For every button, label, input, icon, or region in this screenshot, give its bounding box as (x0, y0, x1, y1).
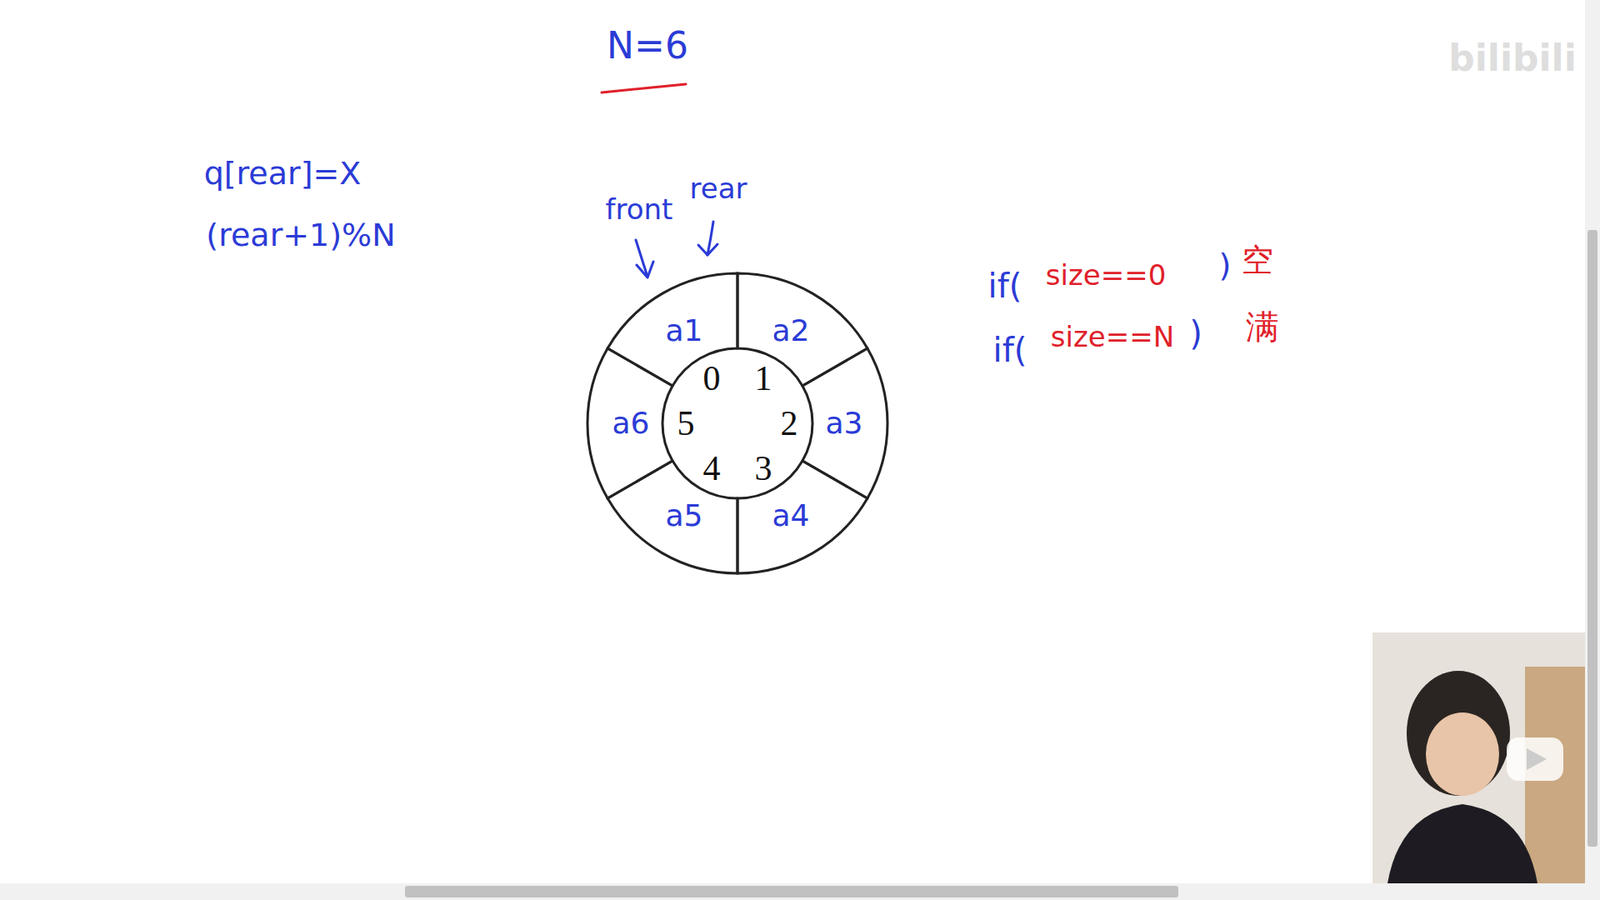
title-underline (601, 84, 686, 93)
queue-slot: a3 2 (584, 270, 891, 577)
slot-shape (737, 273, 868, 386)
code-text: ) (1219, 249, 1232, 281)
element-label: a5 (665, 500, 704, 531)
queue-slot: a1 0 (584, 270, 891, 577)
queue-slot: a5 4 (584, 270, 891, 577)
pointer-label: rear (690, 174, 748, 203)
formula: (rear+1)%N (205, 219, 395, 251)
index-number: 1 (755, 360, 773, 396)
slot-outline (584, 270, 891, 577)
code-text: size==N (1050, 322, 1175, 351)
element-label: a1 (665, 315, 704, 346)
webcam-face (1425, 712, 1500, 796)
watermark: bilibili (1448, 40, 1576, 77)
element-label: a2 (772, 315, 810, 346)
webcam-overlay (1372, 632, 1585, 884)
slot-outline (584, 270, 891, 577)
queue-slot: a6 5 (584, 270, 891, 577)
slot-outline (584, 270, 891, 577)
scrollbar-track (1585, 0, 1600, 884)
webcam-head (1406, 670, 1510, 796)
note: 满 (1245, 310, 1280, 344)
code-text: size==0 (1045, 260, 1167, 290)
code-text: ) (1189, 316, 1203, 350)
queue-slot: a2 1 (584, 270, 891, 577)
code-text: if( (988, 269, 1023, 303)
element-label: a3 (825, 408, 864, 439)
slot-shape (737, 460, 868, 574)
play-icon (1506, 737, 1564, 781)
slot-shape (607, 273, 738, 386)
slot-shape (802, 348, 888, 499)
webcam-body (1387, 804, 1538, 884)
front-pointer-head (636, 261, 654, 278)
rear-pointer-head (698, 244, 718, 255)
element-label: a6 (612, 408, 650, 439)
scrollbar-thumb (1587, 230, 1598, 847)
slot-outline (584, 270, 891, 577)
index-number: 3 (755, 450, 773, 486)
slot-shape (587, 348, 673, 499)
pointer-label: front (605, 195, 674, 224)
slot-outline (584, 270, 891, 577)
slot-shape (607, 460, 738, 574)
slot-outline (584, 270, 891, 577)
index-number: 4 (703, 450, 721, 486)
element-label: a4 (772, 500, 810, 531)
title: N=6 (606, 27, 689, 65)
index-number: 0 (703, 360, 721, 396)
index-number: 5 (677, 405, 695, 441)
queue-slot: a4 3 (584, 270, 891, 577)
code-text: if( (993, 333, 1028, 367)
formula: q[rear]=X (204, 157, 362, 190)
play-icon-triangle (1526, 748, 1547, 770)
scrollbar-thumb (405, 885, 1179, 898)
index-number: 2 (780, 405, 799, 441)
note: 空 (1241, 244, 1274, 276)
scrollbar-track (0, 883, 1600, 900)
